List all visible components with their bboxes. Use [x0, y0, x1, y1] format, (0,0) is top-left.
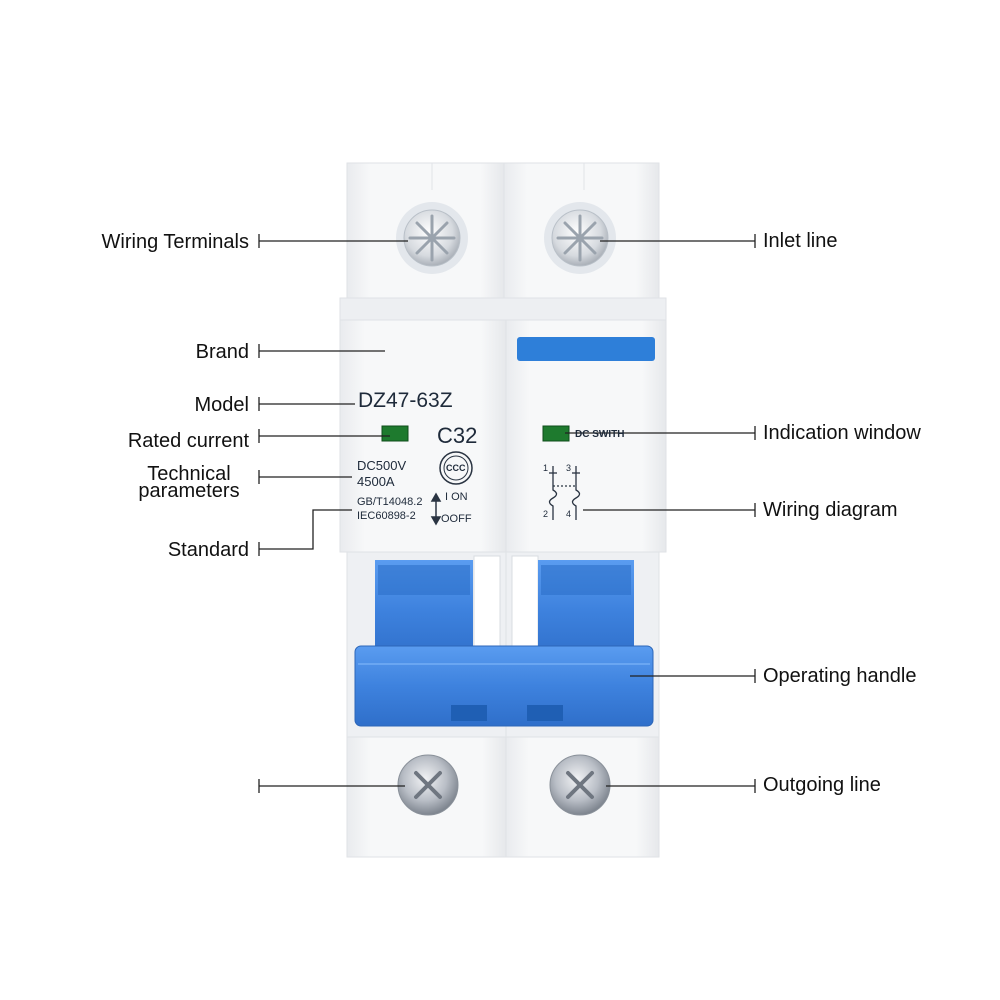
standard-1-text: GB/T14048.2 [357, 496, 423, 508]
voltage-text: DC500V [357, 458, 407, 473]
on-label: I ON [445, 491, 468, 503]
callout-wiring-diagram: Wiring diagram [763, 499, 898, 521]
callout-technical-line2: parameters [138, 480, 240, 502]
callout-inlet-line: Inlet line [763, 230, 838, 252]
diagram-terminal-1: 1 [543, 463, 549, 473]
callout-outgoing-line: Outgoing line [763, 774, 881, 796]
bottom-right-screw-icon [549, 754, 611, 816]
top-left-screw-icon [396, 202, 468, 274]
brand-tab [517, 337, 655, 361]
callout-standard: Standard [167, 539, 249, 561]
model-text: DZ47-63Z [358, 389, 453, 412]
breaking-capacity-text: 4500A [357, 474, 395, 489]
current-rating-text: C32 [437, 423, 478, 448]
dc-switch-text: DC SWITH [575, 429, 625, 440]
top-terminal-block [339, 162, 667, 321]
callout-rated-current: Rated current [127, 430, 249, 452]
rated-current-indicator [381, 425, 409, 442]
callout-indication-window: Indication window [763, 422, 921, 444]
bottom-terminal-block [346, 736, 660, 858]
ccc-mark-text: CCC [446, 463, 466, 473]
diagram-terminal-4: 4 [566, 509, 572, 519]
top-right-screw-icon [544, 202, 616, 274]
ccc-mark-icon [439, 451, 473, 485]
callout-wiring-terminals: Wiring Terminals [101, 231, 249, 253]
diagram-terminal-3: 3 [566, 463, 572, 473]
off-label: OOFF [441, 513, 472, 525]
callout-technical-line1: Technical [147, 463, 231, 485]
callout-operating-handle: Operating handle [763, 665, 917, 687]
leader-lines [258, 234, 756, 793]
diagram-terminal-2: 2 [543, 509, 549, 519]
callout-brand: Brand [195, 341, 249, 363]
on-off-arrow-icon [430, 492, 442, 526]
callout-model: Model [194, 394, 249, 416]
operating-handle[interactable] [354, 560, 654, 727]
standard-2-text: IEC60898-2 [357, 510, 416, 522]
bottom-left-screw-icon [397, 754, 459, 816]
callout-technical-parameters: Technical parameters [128, 463, 250, 502]
wiring-diagram-icon [548, 466, 581, 520]
